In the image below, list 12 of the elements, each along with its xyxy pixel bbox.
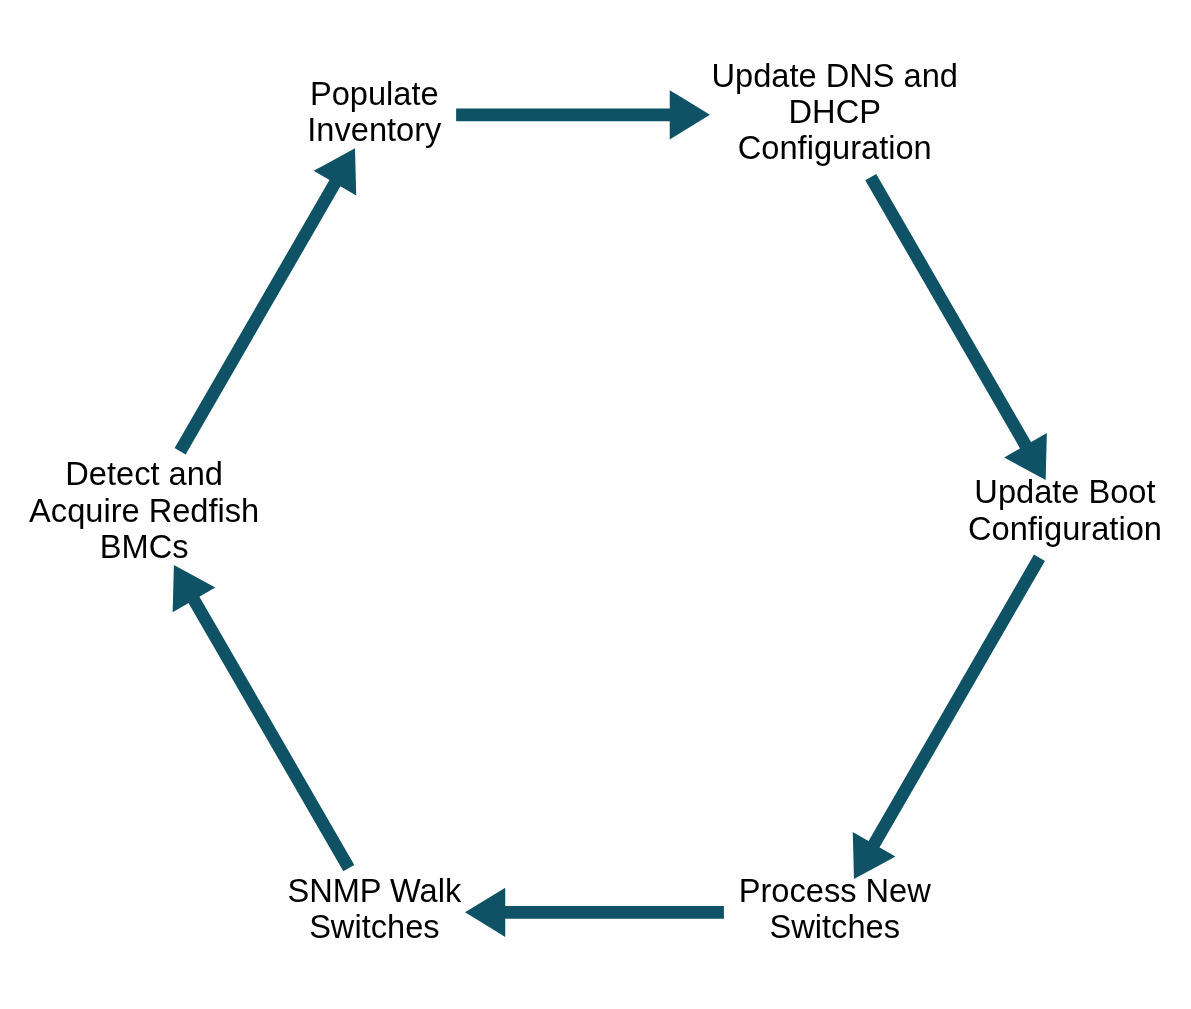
node-text: Update DNS and DHCP Configuration [711, 56, 958, 167]
arrow [456, 90, 710, 140]
arrow [465, 887, 724, 937]
node-text: Detect and Acquire Redfish BMCs [29, 455, 260, 565]
node-text: Process New Switches [738, 872, 931, 946]
node-text: Populate Inventory [307, 74, 442, 148]
node-text: Update Boot Configuration [968, 473, 1162, 547]
arrow [852, 554, 1045, 880]
arrow [865, 173, 1047, 481]
arrow [172, 565, 355, 872]
arrow [174, 148, 357, 455]
node-text: SNMP Walk Switches [287, 872, 462, 946]
